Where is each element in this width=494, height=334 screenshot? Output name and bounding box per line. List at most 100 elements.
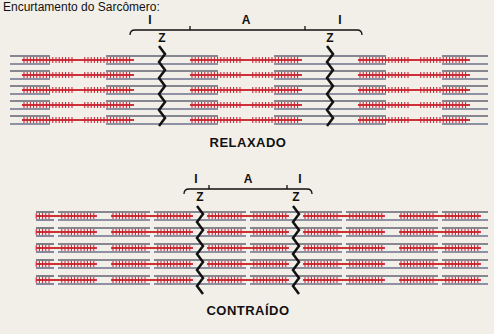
actin-filament: [10, 108, 50, 109]
contracted-sarcomere: [36, 185, 488, 294]
myosin-head: [30, 117, 31, 123]
myosin-head: [240, 87, 241, 93]
myosin-head: [84, 261, 85, 267]
myosin-head: [61, 277, 62, 283]
myosin-head: [433, 229, 434, 235]
myosin-head: [252, 117, 253, 123]
myosin-head: [471, 229, 472, 235]
myosin-head: [388, 57, 389, 63]
myosin-head: [278, 72, 279, 78]
myosin-head: [192, 102, 193, 108]
myosin-head: [138, 277, 139, 283]
myosin-head: [308, 229, 309, 235]
myosin-head: [465, 213, 466, 219]
myosin-head: [259, 102, 260, 108]
myosin-head: [241, 261, 242, 267]
myosin-head: [433, 117, 434, 123]
myosin-head: [94, 57, 95, 63]
myosin-head: [420, 213, 421, 219]
myosin-head: [221, 245, 222, 251]
myosin-head: [126, 57, 127, 63]
actin-filament: [36, 235, 54, 236]
myosin-head: [420, 261, 421, 267]
myosin-head: [260, 213, 261, 219]
myosin-head: [382, 87, 383, 93]
myosin-head: [423, 245, 424, 251]
z-line: [293, 206, 299, 294]
myosin-head: [404, 229, 405, 235]
myosin-head: [237, 277, 238, 283]
myosin-head: [107, 57, 108, 63]
actin-filament: [36, 243, 54, 244]
myosin-head: [449, 261, 450, 267]
myosin-head: [126, 102, 127, 108]
myosin-head: [311, 261, 312, 267]
myosin-head: [177, 213, 178, 219]
myosin-head: [201, 87, 202, 93]
actin-filament: [442, 251, 488, 252]
myosin-head: [265, 72, 266, 78]
myosin-head: [401, 277, 402, 283]
actin-filament: [296, 235, 342, 236]
actin-filament: [36, 283, 54, 284]
myosin-head: [349, 261, 350, 267]
myosin-head: [201, 117, 202, 123]
myosin-head: [420, 245, 421, 251]
myosin-head: [220, 57, 221, 63]
myosin-head: [456, 72, 457, 78]
myosin-head: [372, 72, 373, 78]
actin-filament: [442, 70, 488, 71]
actin-filament: [330, 63, 386, 64]
myosin-head: [465, 229, 466, 235]
band-divider: [286, 185, 287, 189]
myosin-head: [382, 72, 383, 78]
myosin-head: [401, 245, 402, 251]
myosin-head: [266, 245, 267, 251]
myosin-head: [65, 229, 66, 235]
myosin-head: [407, 261, 408, 267]
myosin-head: [107, 87, 108, 93]
myosin-head: [477, 277, 478, 283]
myosin-head: [201, 102, 202, 108]
myosin-head: [279, 277, 280, 283]
myosin-head: [443, 87, 444, 93]
myosin-head: [395, 72, 396, 78]
actin-filament: [200, 259, 246, 260]
myosin-head: [269, 277, 270, 283]
myosin-head: [285, 245, 286, 251]
myosin-head: [68, 87, 69, 93]
myosin-head: [180, 213, 181, 219]
myosin-head: [465, 277, 466, 283]
myosin-head: [471, 245, 472, 251]
myosin-head: [240, 72, 241, 78]
myosin-head: [62, 72, 63, 78]
myosin-head: [436, 117, 437, 123]
myosin-head: [183, 229, 184, 235]
myosin-head: [314, 261, 315, 267]
myosin-head: [449, 87, 450, 93]
myosin-head: [471, 277, 472, 283]
myosin-head: [116, 261, 117, 267]
myosin-head: [113, 277, 114, 283]
actin-filament: [330, 100, 386, 101]
myosin-head: [231, 277, 232, 283]
myosin-head: [212, 261, 213, 267]
myosin-head: [164, 261, 165, 267]
myosin-head: [256, 87, 257, 93]
myosin-head: [417, 261, 418, 267]
myosin-head: [369, 277, 370, 283]
myosin-head: [281, 72, 282, 78]
myosin-head: [365, 245, 366, 251]
myosin-head: [285, 213, 286, 219]
actin-filament: [10, 100, 50, 101]
band-label: A: [242, 14, 251, 26]
actin-filament: [442, 85, 488, 86]
myosin-head: [443, 102, 444, 108]
myosin-head: [257, 277, 258, 283]
myosin-head: [455, 213, 456, 219]
myosin-head: [74, 261, 75, 267]
myosin-head: [372, 213, 373, 219]
myosin-head: [362, 229, 363, 235]
myosin-head: [122, 277, 123, 283]
band-label: I: [338, 14, 341, 26]
